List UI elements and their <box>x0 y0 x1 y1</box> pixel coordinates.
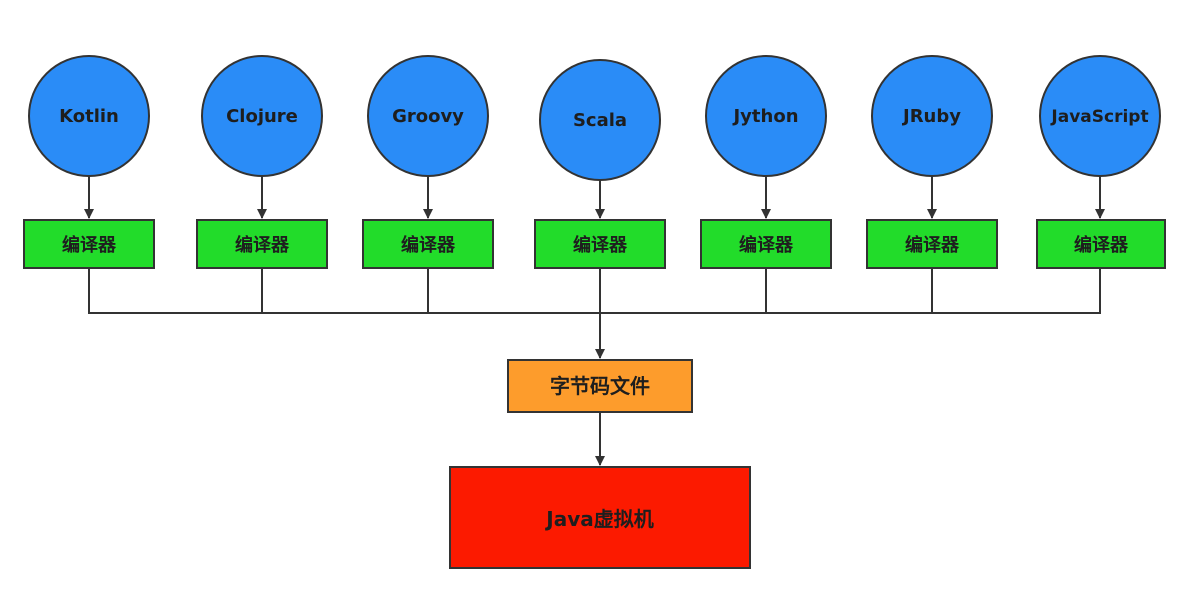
language-node-scala: Scala <box>539 59 661 181</box>
language-node-jython: Jython <box>705 55 827 177</box>
compiler-to-bus-lines <box>88 268 1101 466</box>
language-circle-jython <box>705 55 827 177</box>
language-label-jython: Jython <box>731 106 798 127</box>
language-label-javascript: JavaScript <box>1050 107 1148 127</box>
language-circle-javascript <box>1039 55 1161 177</box>
compiler-rect-clojure <box>196 219 328 269</box>
compiler-label-kotlin: 编译器 <box>62 234 117 256</box>
compiler-box-scala: 编译器 <box>534 219 666 269</box>
compiler-label-jruby: 编译器 <box>905 234 960 256</box>
compiler-rect-groovy <box>362 219 494 269</box>
language-circle-jruby <box>871 55 993 177</box>
compiler-box-jruby: 编译器 <box>866 219 998 269</box>
compiler-label-clojure: 编译器 <box>235 234 290 256</box>
compiler-rect-jython <box>700 219 832 269</box>
jvm-rect <box>449 466 751 569</box>
language-node-clojure: Clojure <box>201 55 323 177</box>
compiler-box-javascript: 编译器 <box>1036 219 1166 269</box>
compiler-rect-kotlin <box>23 219 155 269</box>
jvm-label: Java虚拟机 <box>544 507 653 531</box>
language-label-jruby: JRuby <box>901 106 961 127</box>
language-circle-kotlin <box>28 55 150 177</box>
language-label-kotlin: Kotlin <box>59 106 119 127</box>
language-label-clojure: Clojure <box>226 106 298 127</box>
language-node-groovy: Groovy <box>367 55 489 177</box>
language-label-groovy: Groovy <box>392 106 464 127</box>
language-label-scala: Scala <box>573 110 627 131</box>
compiler-box-kotlin: 编译器 <box>23 219 155 269</box>
bytecode-label: 字节码文件 <box>550 374 650 398</box>
compiler-box-jython: 编译器 <box>700 219 832 269</box>
language-to-compiler-arrows <box>84 176 1105 219</box>
compiler-label-jython: 编译器 <box>739 234 794 256</box>
language-circle-clojure <box>201 55 323 177</box>
compiler-rect-javascript <box>1036 219 1166 269</box>
compiler-box-groovy: 编译器 <box>362 219 494 269</box>
compiler-rect-scala <box>534 219 666 269</box>
language-circle-groovy <box>367 55 489 177</box>
language-node-jruby: JRuby <box>871 55 993 177</box>
compiler-label-javascript: 编译器 <box>1074 234 1129 256</box>
bytecode-box: 字节码文件 <box>507 359 693 413</box>
language-node-kotlin: Kotlin <box>28 55 150 177</box>
compiler-rect-jruby <box>866 219 998 269</box>
compiler-box-clojure: 编译器 <box>196 219 328 269</box>
language-circle-scala <box>539 59 661 181</box>
bytecode-rect <box>507 359 693 413</box>
jvm-box: Java虚拟机 <box>449 466 751 569</box>
compiler-label-groovy: 编译器 <box>401 234 456 256</box>
compiler-label-scala: 编译器 <box>573 234 628 256</box>
language-node-javascript: JavaScript <box>1039 55 1161 177</box>
